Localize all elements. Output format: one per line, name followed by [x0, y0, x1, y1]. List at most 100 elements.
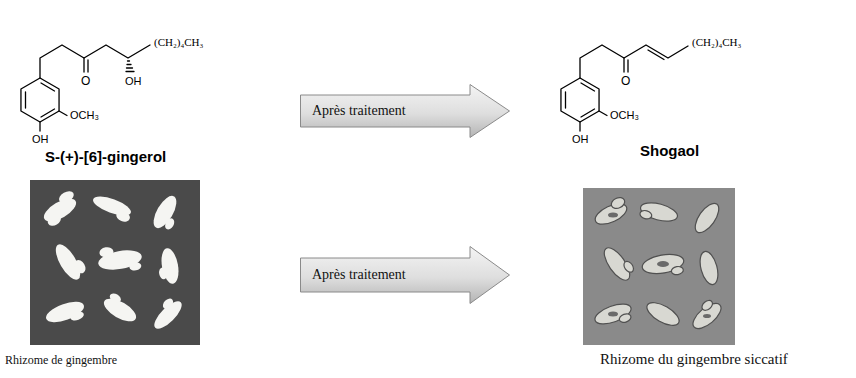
- ginger-piece: [691, 199, 724, 236]
- ring-double-bond: [41, 109, 55, 117]
- arrow-label: Après traitement: [312, 103, 406, 119]
- ginger-piece: [592, 300, 635, 332]
- ginger-piece: [147, 294, 186, 333]
- dried-ginger-photo: [583, 188, 735, 345]
- photo-panel: Rhizome du gingembre siccatif: [583, 188, 735, 345]
- ginger-pieces: [591, 196, 726, 334]
- compound-name: S-(+)-[6]-gingerol: [45, 148, 166, 165]
- ginger-piece: [96, 241, 144, 276]
- gingerol-structure: [21, 45, 150, 131]
- ginger-lobe: [149, 192, 181, 231]
- ginger-piece: [643, 298, 682, 330]
- ginger-lobe: [108, 292, 122, 305]
- atom-label: OH: [125, 75, 142, 88]
- ring-double-bond: [41, 83, 55, 91]
- ginger-lobe: [99, 246, 115, 258]
- ginger-lobe: [158, 267, 168, 280]
- ginger-piece: [686, 296, 725, 333]
- arrow-outline: [301, 247, 510, 304]
- ginger-lobe: [150, 297, 185, 332]
- ginger-piece: [591, 196, 631, 229]
- ginger-lobe: [618, 312, 632, 324]
- ginger-piece: [641, 251, 686, 280]
- ginger-lobe: [610, 196, 627, 211]
- carbon-chain: [580, 45, 688, 78]
- wedge-hash: [127, 64, 131, 65]
- ginger-piece: [100, 291, 141, 326]
- dried-spot: [608, 213, 618, 218]
- carbonyl-bond: [87, 60, 88, 72]
- photo-background: [583, 188, 735, 345]
- atom-label: OH: [32, 133, 49, 146]
- wedge-hash: [128, 60, 130, 61]
- ginger-lobe: [57, 189, 76, 206]
- ginger-lobe: [592, 300, 633, 328]
- hashed-wedge: [126, 61, 134, 72]
- ginger-piece: [89, 193, 134, 224]
- photo-caption: Rhizome de gingembre: [5, 353, 117, 368]
- methoxy-bond: [599, 111, 607, 116]
- atom-label: O: [621, 75, 630, 89]
- methoxy-bond: [59, 111, 67, 116]
- wedge-hash: [126, 71, 134, 72]
- fresh-ginger-photo: [30, 180, 200, 345]
- ginger-piece: [697, 250, 721, 287]
- ginger-lobe: [700, 298, 714, 312]
- ginger-lobe: [69, 310, 85, 322]
- dark-spots: [608, 213, 711, 319]
- arrow-label: Après traitement: [312, 267, 406, 283]
- ginger-lobe: [115, 209, 132, 223]
- carbonyl-bond: [623, 58, 624, 72]
- ginger-piece: [155, 247, 181, 286]
- alkene-double-bond: [648, 50, 664, 60]
- ginger-piece: [600, 242, 638, 285]
- wedge-hash: [127, 67, 133, 68]
- ginger-lobe: [639, 209, 653, 220]
- ginger-lobe: [46, 212, 63, 228]
- ginger-piece: [43, 298, 87, 330]
- photo-caption: Rhizome du gingembre siccatif: [600, 351, 788, 368]
- ginger-piece: [638, 199, 679, 226]
- arrow-outline: [301, 85, 510, 138]
- ginger-lobe: [622, 260, 635, 274]
- chemical-group: (CH₂)₄CH₃: [692, 36, 741, 49]
- carbon-chain: [40, 45, 150, 78]
- atom-label: O: [81, 75, 90, 89]
- ginger-lobe: [697, 250, 721, 287]
- benzene-ring: [21, 78, 59, 122]
- ginger-lobe: [43, 298, 86, 327]
- photo-background: [30, 180, 200, 345]
- chemical-group: OCH₃: [70, 109, 99, 122]
- ginger-lobe: [163, 217, 176, 231]
- dried-spot: [703, 314, 711, 318]
- carbonyl-bond: [83, 58, 84, 72]
- ginger-lobe: [600, 244, 635, 284]
- ring-double-bond: [581, 83, 595, 91]
- photo-panel: Rhizome de gingembre: [30, 180, 200, 345]
- ginger-piece: [149, 192, 186, 234]
- chemical-group: (CH₂)₄CH₃: [154, 36, 203, 49]
- ginger-lobe: [129, 261, 142, 271]
- ginger-lobe: [643, 298, 682, 330]
- process-arrow: Après traitement: [300, 246, 510, 304]
- ginger-lobe: [689, 299, 725, 333]
- dried-spot: [657, 261, 669, 267]
- shogaol-structure: [561, 45, 688, 131]
- hydroxyl-bond: [579, 122, 580, 131]
- atom-label: OH: [572, 133, 589, 146]
- process-arrow: Après traitement: [300, 84, 510, 138]
- ginger-lobe: [159, 247, 181, 285]
- hydroxyl-bond: [39, 122, 40, 131]
- ginger-piece: [51, 238, 89, 283]
- ginger-lobe: [161, 297, 175, 311]
- ginger-lobe: [72, 258, 88, 275]
- ginger-lobe: [691, 199, 724, 236]
- ring-double-bond: [25, 92, 26, 108]
- ginger-lobe: [671, 266, 684, 276]
- ginger-lobe: [639, 199, 680, 224]
- ginger-piece: [38, 189, 83, 229]
- chemical-group: OCH₃: [610, 109, 639, 122]
- carbonyl-bond: [627, 60, 628, 72]
- ginger-pieces: [38, 189, 186, 333]
